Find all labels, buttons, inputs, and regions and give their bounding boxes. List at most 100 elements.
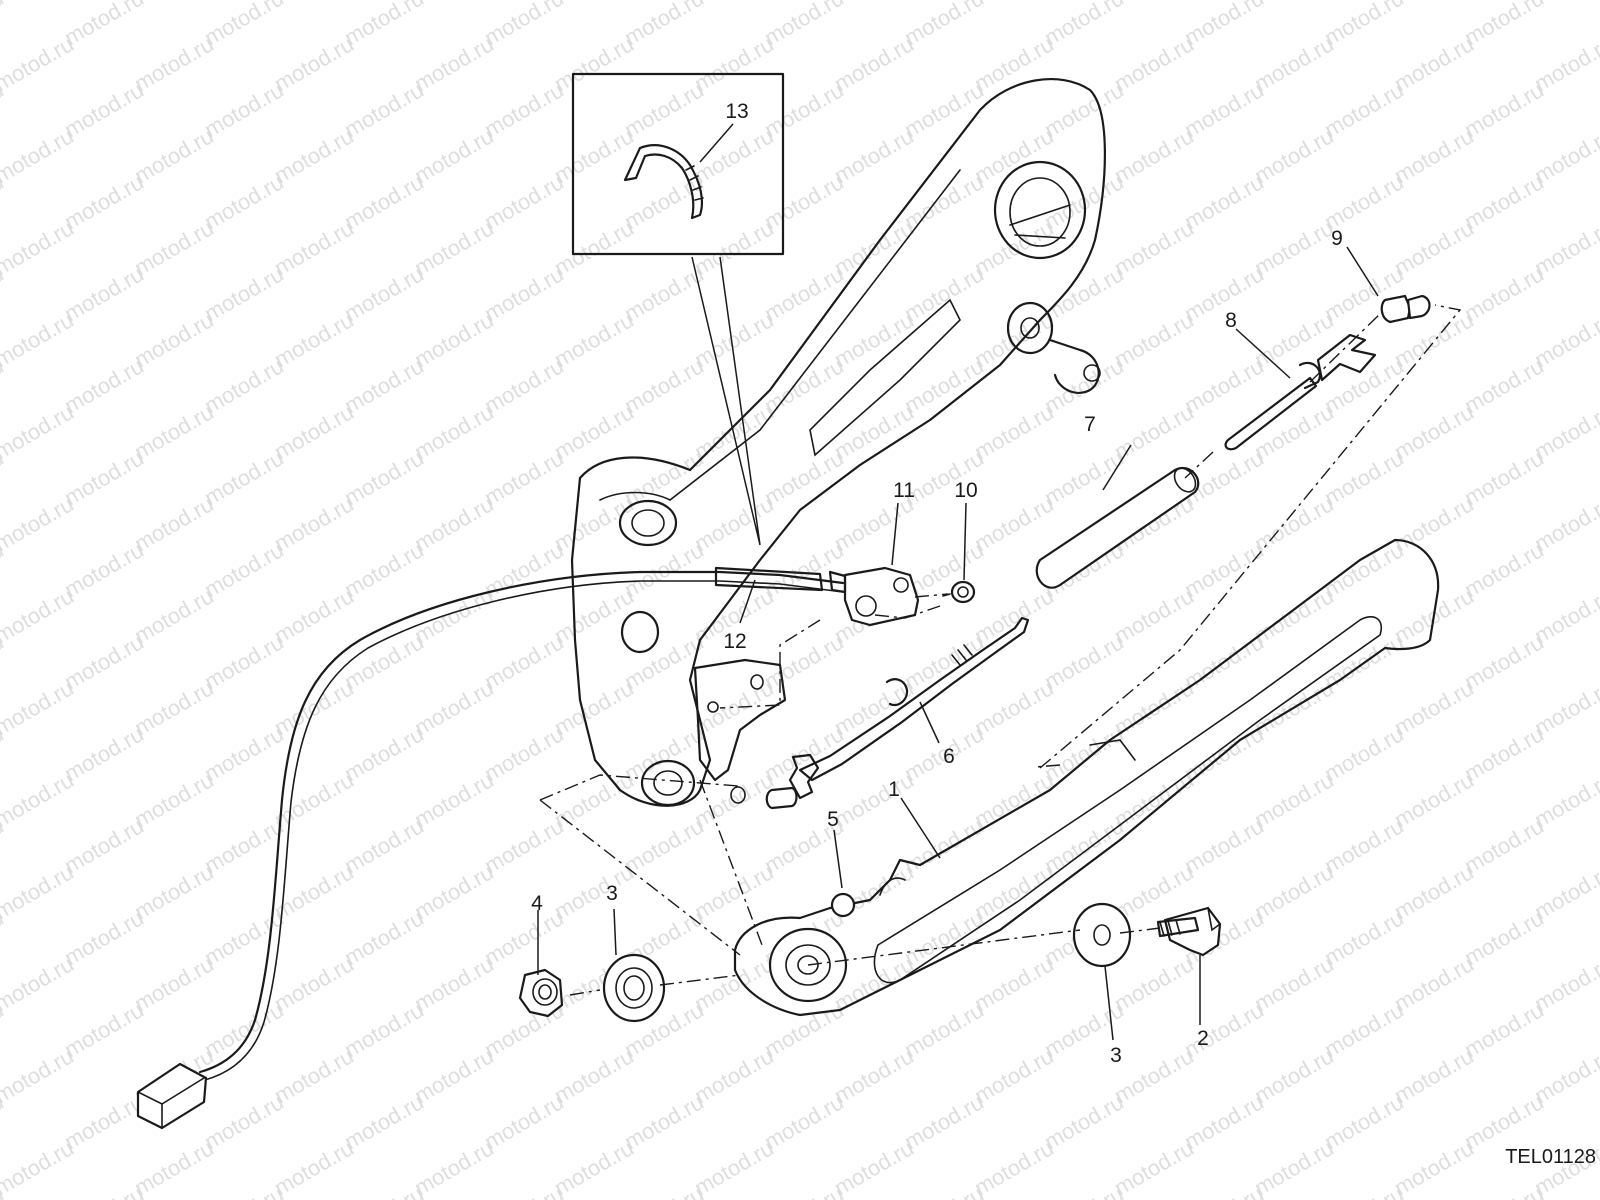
callout-6: 6 — [943, 745, 955, 768]
watermark-text: motod.ru — [690, 215, 778, 280]
watermark-text: motod.ru — [340, 813, 428, 878]
watermark-text: motod.ru — [1390, 399, 1478, 464]
watermark-text: motod.ru — [690, 307, 778, 372]
watermark-text: motod.ru — [410, 675, 498, 740]
watermark-text: motod.ru — [760, 537, 848, 602]
watermark-text: motod.ru — [900, 1181, 988, 1200]
watermark-text: motod.ru — [270, 491, 358, 556]
watermark-text: motod.ru — [1460, 1181, 1548, 1200]
watermark-text: motod.ru — [1460, 1089, 1548, 1154]
watermark-text: motod.ru — [130, 123, 218, 188]
watermark-text: motod.ru — [900, 905, 988, 970]
watermark-text: motod.ru — [60, 77, 148, 142]
watermark-text: motod.ru — [1250, 1135, 1338, 1200]
watermark-text: motod.ru — [480, 353, 568, 418]
watermark-text: motod.ru — [270, 1043, 358, 1108]
callout-2: 2 — [1197, 1027, 1209, 1050]
watermark-text: motod.ru — [1250, 307, 1338, 372]
watermark-text: motod.ru — [200, 997, 288, 1062]
watermark-text: motod.ru — [620, 445, 708, 510]
watermark-text: motod.ru — [1250, 951, 1338, 1016]
watermark-text: motod.ru — [480, 1181, 568, 1200]
watermark-text: motod.ru — [970, 491, 1058, 556]
watermark-text: motod.ru — [1320, 537, 1408, 602]
watermark-text: motod.ru — [620, 721, 708, 786]
watermark-text: motod.ru — [1250, 491, 1338, 556]
watermark-text: motod.ru — [130, 859, 218, 924]
watermark-text: motod.ru — [970, 1135, 1058, 1200]
watermark-text: motod.ru — [130, 399, 218, 464]
watermark-text: motod.ru — [410, 31, 498, 96]
watermark-text: motod.ru — [200, 629, 288, 694]
watermark-text: motod.ru — [690, 1043, 778, 1108]
watermark-text: motod.ru — [830, 123, 918, 188]
spring-hook-rod — [1224, 333, 1377, 451]
watermark-text: motod.ru — [130, 31, 218, 96]
leader-lines — [537, 123, 1379, 1041]
alignment-lines — [539, 304, 1462, 996]
watermark-text: motod.ru — [270, 1135, 358, 1200]
watermark-text: motod.ru — [900, 169, 988, 234]
watermark-text: motod.ru — [1250, 1043, 1338, 1108]
watermark-text: motod.ru — [1180, 537, 1268, 602]
watermark-text: motod.ru — [550, 491, 638, 556]
watermark-text: motod.ru — [1040, 445, 1128, 510]
watermark-text: motod.ru — [200, 1089, 288, 1154]
watermark-text: motod.ru — [1460, 537, 1548, 602]
watermark-text: motod.ru — [270, 583, 358, 648]
watermark-text: motod.ru — [480, 0, 568, 50]
watermark-text: motod.ru — [1180, 261, 1268, 326]
watermark-text: motod.ru — [130, 951, 218, 1016]
watermark-text: motod.ru — [1390, 31, 1478, 96]
watermark-text: motod.ru — [130, 583, 218, 648]
callout-11: 11 — [893, 479, 915, 502]
watermark-text: motod.ru — [1110, 307, 1198, 372]
watermark-text: motod.ru — [1040, 1181, 1128, 1200]
watermark-text: motod.ru — [340, 997, 428, 1062]
watermark-text: motod.ru — [200, 813, 288, 878]
watermark-text: motod.ru — [900, 261, 988, 326]
watermark-text: motod.ru — [1320, 997, 1408, 1062]
callout-1: 1 — [888, 778, 900, 801]
callout-8: 8 — [1225, 309, 1237, 332]
watermark-text: motod.ru — [410, 951, 498, 1016]
watermark-text: motod.ru — [1110, 583, 1198, 648]
watermark-text: motod.ru — [830, 399, 918, 464]
watermark-text: motod.ru — [60, 813, 148, 878]
pivot-hardware — [518, 902, 1222, 1023]
watermark-text: motod.ru — [0, 1043, 78, 1108]
watermark-text: motod.ru — [0, 491, 78, 556]
watermark-text: motod.ru — [340, 0, 428, 50]
watermark-text: motod.ru — [200, 353, 288, 418]
watermark-text: motod.ru — [0, 0, 78, 4]
watermark-text: motod.ru — [1040, 1089, 1128, 1154]
watermark-text: motod.ru — [970, 399, 1058, 464]
watermark-text: motod.ru — [60, 0, 148, 50]
watermark-text: motod.ru — [900, 813, 988, 878]
pin-bush — [1380, 294, 1431, 324]
watermark-text: motod.ru — [620, 537, 708, 602]
watermark-text: motod.ru — [1320, 445, 1408, 510]
watermark-text: motod.ru — [1390, 675, 1478, 740]
watermark-text: motod.ru — [620, 353, 708, 418]
watermark-text: motod.ru — [480, 537, 568, 602]
watermark-text: motod.ru — [130, 767, 218, 832]
watermark-text: motod.ru — [1460, 445, 1548, 510]
watermark-text: motod.ru — [200, 169, 288, 234]
watermark-text: motod.ru — [1320, 1181, 1408, 1200]
watermark-text: motod.ru — [1180, 77, 1268, 142]
watermark-text: motod.ru — [1110, 123, 1198, 188]
callout-13: 13 — [725, 100, 748, 123]
callout-7: 7 — [1084, 413, 1096, 436]
watermark-text: motod.ru — [760, 1089, 848, 1154]
watermark-text: motod.ru — [1040, 353, 1128, 418]
watermark-text: motod.ru — [690, 123, 778, 188]
watermark-text: motod.ru — [900, 997, 988, 1062]
watermark-text: motod.ru — [1110, 951, 1198, 1016]
watermark-text: motod.ru — [1040, 813, 1128, 878]
watermark-text: motod.ru — [760, 0, 848, 50]
watermark-text: motod.ru — [550, 31, 638, 96]
